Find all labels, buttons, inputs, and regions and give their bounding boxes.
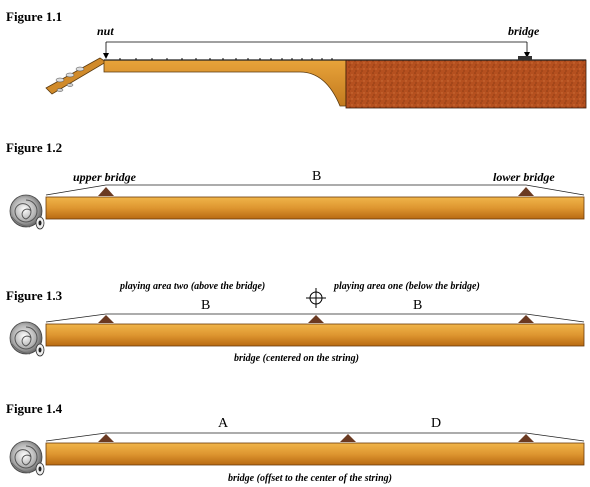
- playing-area-one-label: playing area one (below the bridge): [333, 281, 480, 292]
- bridge-marker-right-fig4: [518, 434, 534, 442]
- scale-length-arrow: [103, 41, 530, 59]
- figure-1-4: Figure 1.4 A D bridge (offset to the cen…: [6, 401, 585, 484]
- figure-1-3-title: Figure 1.3: [6, 288, 63, 303]
- section-a-label: A: [218, 416, 229, 431]
- figure-1-1: Figure 1.1 nut bridge: [6, 9, 587, 109]
- bridge-marker-left-fig3: [98, 315, 114, 323]
- headstock: [45, 57, 107, 95]
- lower-bridge-label: lower bridge: [493, 170, 555, 184]
- section-b-left-label: B: [201, 298, 210, 313]
- string-line-fig3: [45, 313, 585, 323]
- bridge-centered-caption: bridge (centered on the string): [234, 353, 359, 364]
- guitar-neck: [103, 58, 347, 107]
- string-body-fig2: [45, 196, 585, 220]
- bridge-label-fig1: bridge: [508, 24, 540, 38]
- figure-1-2: Figure 1.2 upper bridge B lower bridge: [6, 140, 585, 230]
- scroll-icon-fig4: [9, 440, 45, 476]
- crosshair-icon: [306, 288, 326, 308]
- bridge-marker-left-fig2: [98, 187, 114, 196]
- playing-area-two-label: playing area two (above the bridge): [119, 281, 265, 292]
- figure-1-3: Figure 1.3 playing area two (above the b…: [6, 281, 585, 364]
- bridge-marker-offset-fig4: [340, 434, 356, 442]
- scroll-icon-fig3: [9, 321, 45, 357]
- section-b-label: B: [312, 169, 321, 184]
- bridge-marker-right-fig2: [518, 187, 534, 196]
- bridge-offset-caption: bridge (offset to the center of the stri…: [228, 473, 392, 484]
- string-line-fig4: [45, 432, 585, 442]
- string-body-fig3: [45, 323, 585, 347]
- section-b-right-label: B: [413, 298, 422, 313]
- figure-1-4-title: Figure 1.4: [6, 401, 63, 416]
- upper-bridge-label: upper bridge: [73, 170, 137, 184]
- section-d-label: D: [431, 416, 441, 431]
- string-line-fig2: [45, 184, 585, 196]
- bridge-marker-left-fig4: [98, 434, 114, 442]
- string-body-fig4: [45, 442, 585, 466]
- bridge-marker-right-fig3: [518, 315, 534, 323]
- figure-1-1-title: Figure 1.1: [6, 9, 62, 24]
- nut-label: nut: [97, 24, 114, 38]
- figure-1-2-title: Figure 1.2: [6, 140, 62, 155]
- bridge-marker-center-fig3: [308, 315, 324, 323]
- guitar-body: [345, 56, 587, 109]
- scroll-icon-fig2: [9, 194, 45, 230]
